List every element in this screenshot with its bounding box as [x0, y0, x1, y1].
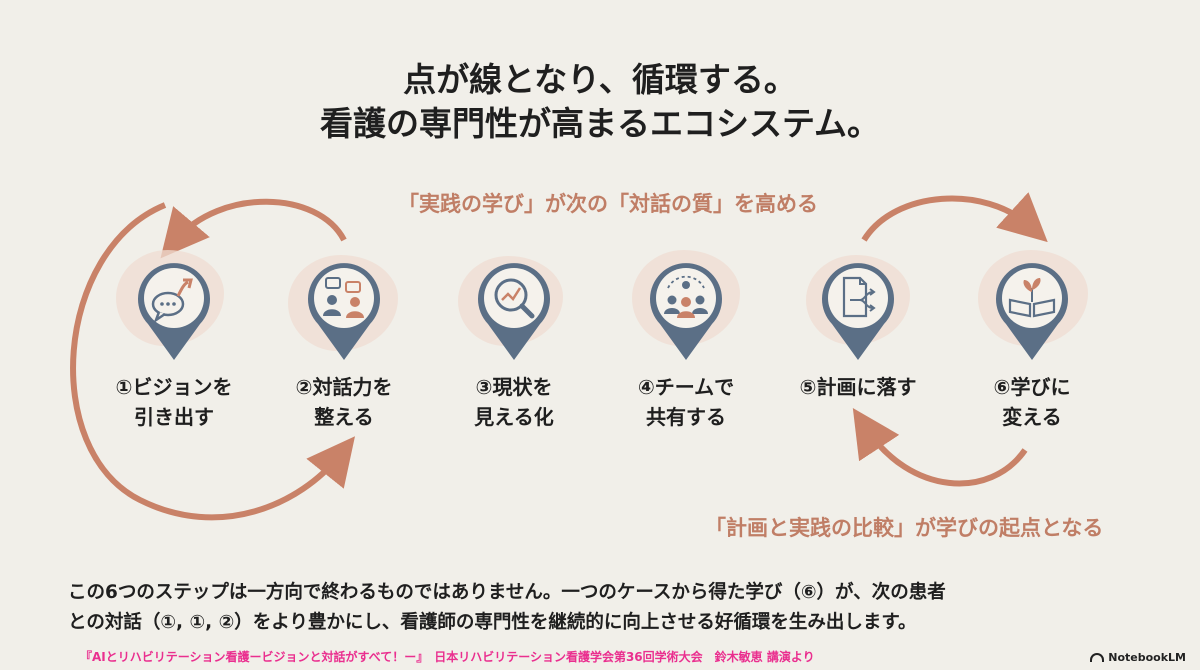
loop-arrow-bottom-right [852, 407, 1028, 487]
loop-arrow-big-left [70, 202, 356, 521]
step-label-5: ⑤計画に落す [799, 375, 917, 399]
caption-top-loop: 「実践の学び」が次の「対話の質」を高める [398, 192, 818, 216]
team-share-icon [664, 275, 708, 318]
step-label-3: ③現状を見える化 [474, 375, 554, 429]
step-label-2: ②対話力を整える [295, 375, 393, 429]
book-sprout-icon [1008, 278, 1056, 318]
page-title-line1: 点が線となり、循環する。 [403, 60, 797, 99]
pin-step-4 [650, 263, 722, 360]
notebooklm-logo: NotebookLM [1090, 651, 1186, 664]
step-label-6: ⑥学びに変える [993, 375, 1071, 429]
credit-footer: 『AIとリハビリテーション看護ービジョンと対話がすべて！ー』 日本リハビリテーシ… [80, 650, 815, 664]
pin-step-5 [822, 263, 894, 360]
loop-arrow-top-left [160, 198, 347, 259]
people-conversation-icon [323, 277, 364, 318]
chat-arrow-up-icon [151, 278, 193, 324]
pin-step-1 [138, 263, 210, 360]
caption-bottom-loop: 「計画と実践の比較」が学びの起点となる [705, 516, 1104, 540]
loop-arrow-top-right [861, 192, 1048, 243]
summary-text: この6つのステップは一方向で終わるものではありません。一つのケースから得た学び（… [68, 582, 946, 633]
step-label-1: ①ビジョンを引き出す [115, 375, 233, 429]
step-label-4: ④チームで共有する [637, 375, 735, 429]
pin-step-6 [996, 263, 1068, 360]
pin-step-3 [478, 263, 550, 360]
magnifier-chart-icon [494, 278, 535, 319]
notebooklm-icon [1090, 653, 1105, 662]
page-title-line2: 看護の専門性が高まるエコシステム。 [319, 104, 880, 143]
document-branch-icon [842, 276, 876, 318]
pin-step-2 [308, 263, 380, 360]
